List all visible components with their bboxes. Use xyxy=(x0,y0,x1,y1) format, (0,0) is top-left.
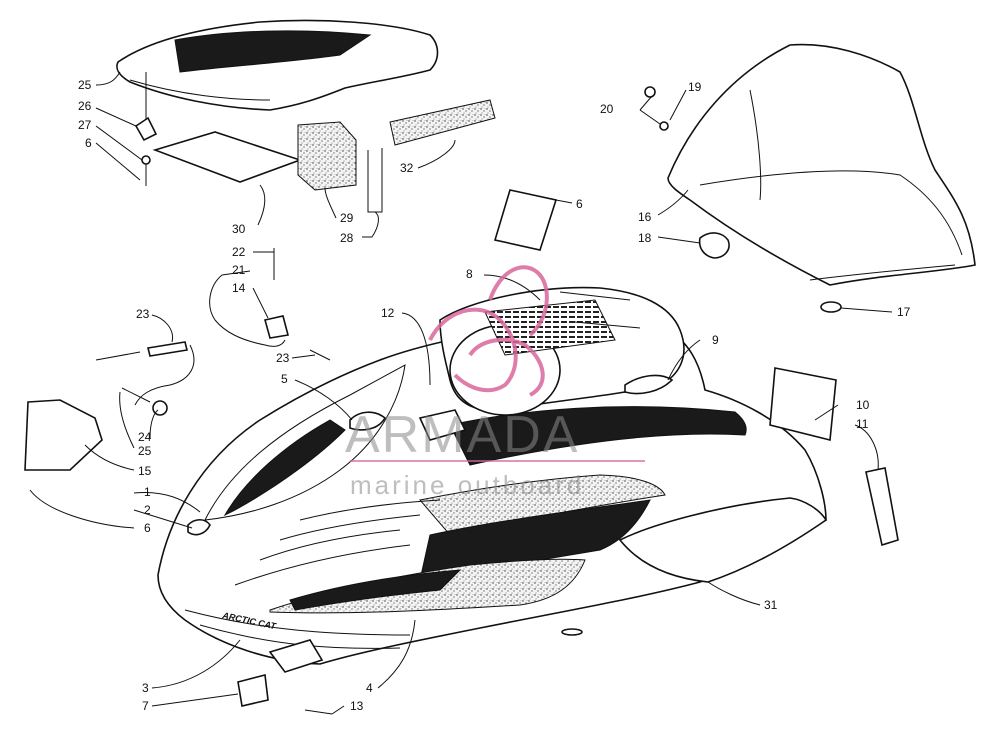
screw-14 xyxy=(304,709,333,715)
callout-34: 32 xyxy=(400,161,414,175)
grommet-18 xyxy=(820,301,842,313)
cover-edge xyxy=(129,79,271,101)
watermark: ARMADA marine outboard xyxy=(345,265,645,500)
plate-nose xyxy=(268,639,324,673)
windshield-lower-edge xyxy=(809,264,956,281)
callout-32: 30 xyxy=(232,222,246,236)
vent-step-3 xyxy=(299,499,441,521)
callout-28: 26 xyxy=(78,99,92,113)
callout-7: 6 xyxy=(576,197,583,211)
vent-step-1 xyxy=(259,529,401,561)
callout-17: 16 xyxy=(638,210,652,224)
callout-22: 21 xyxy=(232,263,246,277)
callout-21: 20 xyxy=(600,102,614,116)
bracket-28 xyxy=(134,116,158,142)
callout-13: 12 xyxy=(381,306,395,320)
callout-33: 31 xyxy=(764,598,778,612)
callout-12: 11 xyxy=(856,417,869,431)
vent-insert xyxy=(418,409,467,441)
callout-25: 25 xyxy=(138,444,152,458)
screw-head-21 xyxy=(644,86,656,98)
windshield-17 xyxy=(667,43,976,286)
callout-6-lower: 6 xyxy=(144,521,151,535)
clamp-15 xyxy=(264,315,289,339)
pin-23-lower xyxy=(309,349,331,361)
callout-19: 18 xyxy=(638,231,652,245)
knob-19 xyxy=(698,232,730,259)
watermark-emblem-icon xyxy=(428,265,549,397)
callout-15: 14 xyxy=(232,281,246,295)
watermark-rule xyxy=(350,460,645,462)
callout-labels: 25 26 27 6 30 29 28 32 6 8 9 12 10 11 20… xyxy=(78,78,911,713)
console-slot xyxy=(559,291,631,301)
callout-6-top: 6 xyxy=(85,136,92,150)
clip-2 xyxy=(187,518,211,536)
callout-2: 2 xyxy=(144,503,151,517)
callout-14: 13 xyxy=(350,699,364,713)
callout-31: 29 xyxy=(340,211,354,225)
vent-step-2 xyxy=(279,514,421,541)
callout-3: 3 xyxy=(142,681,149,695)
windshield-shell xyxy=(667,43,976,286)
callout-11: 10 xyxy=(856,398,870,412)
strip-34 xyxy=(389,99,496,146)
watermark-title: ARMADA xyxy=(345,406,579,464)
clip-30 xyxy=(367,148,383,213)
bracket-16 xyxy=(24,399,103,471)
badge-oval xyxy=(561,628,583,636)
vent-step-4 xyxy=(234,544,411,586)
hood-assembly: ARCTIC CAT xyxy=(157,286,828,665)
cable-22 xyxy=(209,274,286,347)
callout-26: 24 xyxy=(138,430,152,444)
callout-29: 27 xyxy=(78,118,92,132)
windshield-crease xyxy=(749,89,762,201)
callout-30: 28 xyxy=(340,231,354,245)
nut-20 xyxy=(659,121,669,131)
callout-8: 7 xyxy=(142,699,149,713)
callout-23-lower: 23 xyxy=(276,351,290,365)
callout-16: 15 xyxy=(138,464,152,478)
bolt-25 xyxy=(121,387,151,403)
decal-band-lower xyxy=(289,569,462,611)
console-slot-2 xyxy=(574,321,641,329)
hood-side-panel xyxy=(618,497,828,583)
callout-23-top: 22 xyxy=(232,245,246,259)
washer-29 xyxy=(141,155,151,165)
nose-trim-line xyxy=(184,609,411,636)
clip-5 xyxy=(349,411,387,431)
watermark-subtitle: marine outboard xyxy=(350,470,584,500)
plate-8 xyxy=(237,673,269,707)
callout-5: 5 xyxy=(281,372,288,386)
decal-card-11 xyxy=(769,367,837,442)
callout-10: 9 xyxy=(712,333,719,347)
pad-32 xyxy=(152,131,303,183)
callout-1: 1 xyxy=(144,485,151,499)
callout-9: 8 xyxy=(466,267,473,281)
callout-4: 4 xyxy=(366,681,373,695)
vent-left-shadow xyxy=(223,419,346,517)
decal-band-upper xyxy=(449,406,747,466)
spring-24-left xyxy=(95,351,141,361)
spring-24-right xyxy=(147,341,188,357)
leader-lines xyxy=(29,71,893,715)
strap-12 xyxy=(865,467,899,547)
callout-24: 23 xyxy=(136,307,150,321)
callout-18: 17 xyxy=(897,305,911,319)
windshield-curve xyxy=(699,170,963,256)
cover-recess xyxy=(174,30,372,73)
foam-block-31 xyxy=(297,121,357,191)
callout-20: 19 xyxy=(688,80,702,94)
decal-card-7 xyxy=(493,189,558,251)
vent-left-outer xyxy=(204,364,406,521)
emblem-10 xyxy=(624,374,674,395)
callout-27: 25 xyxy=(78,78,92,92)
hood-cover-27 xyxy=(116,19,439,111)
